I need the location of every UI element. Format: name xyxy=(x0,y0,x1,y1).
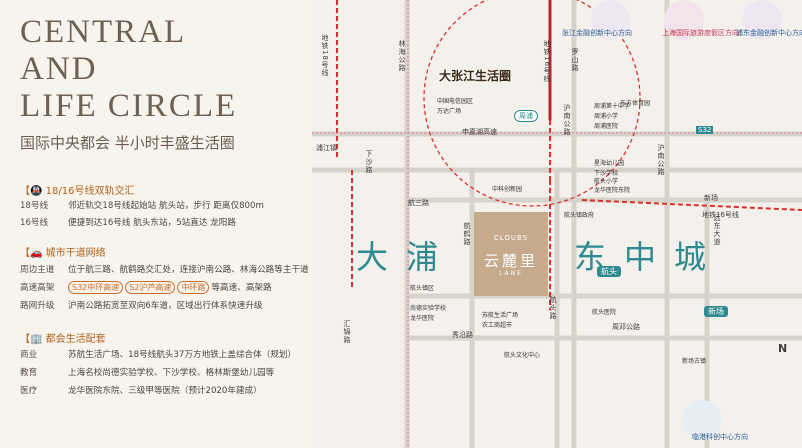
road-xiuyan: 秀沿路 xyxy=(452,331,473,339)
road-line16-north: 地铁16号线 xyxy=(543,40,551,83)
metro-row-18: 18号线邻近轨交18号线起始站 航头站，步行 距离仅800m xyxy=(20,201,264,211)
poi-16: 航头镇区 xyxy=(410,285,435,292)
road-hanghe: 航鹤路 xyxy=(463,222,471,246)
road-line18: 地铁18号线 xyxy=(321,34,329,77)
hero-line-3: LIFE CIRCLE xyxy=(20,88,238,124)
car-icon: 🚗 xyxy=(30,248,43,259)
compass-icon: N xyxy=(778,342,788,355)
roads-row-upgrade: 路网升级沪南公路拓宽至双向6车道，区域出行体系快速升级 xyxy=(20,301,263,311)
poi-14: 尚德实验学校 xyxy=(410,305,447,312)
location-map[interactable]: 张江金融创新中心方向 上海国际旅游度假区方向 浦东金融创新中心方向 临港科创中心… xyxy=(312,0,802,448)
poi-3: 周浦第十中学 xyxy=(594,103,631,110)
road-huicheng: 汇锦路 xyxy=(343,320,351,344)
badge-hangtou: 航头 xyxy=(597,266,621,277)
label-s32: S32 xyxy=(696,126,714,134)
roads-heading: 【🚗 城市干道网络 xyxy=(20,248,106,259)
poi-6: 东方体育园 xyxy=(620,100,651,107)
poi-1: 中国电信园区 xyxy=(437,98,474,105)
metro-heading: 【🚇 18/16号线双轨交汇 xyxy=(20,186,135,197)
resort-icon xyxy=(664,0,704,40)
lingang-icon xyxy=(682,400,722,440)
project-block[interactable]: CLOUBS 云麓里 LANE xyxy=(474,212,548,296)
metro-row-16: 16号线便捷到达16号线 航头东站，5站直达 龙阳路 xyxy=(20,218,236,228)
poi-19: 航头医院 xyxy=(592,309,617,316)
poi-8: 龙华医院东院 xyxy=(594,187,631,194)
poi-4: 周浦小学 xyxy=(594,113,619,120)
info-panel: CENTRAL AND LIFE CIRCLE 国际中央都会 半小时丰盛生活圈 … xyxy=(0,0,312,448)
roads-row-main: 周边主道位于航三路、航鹤路交汇处，连接沪南公路、林海公路等主干道 xyxy=(20,265,309,275)
poi-20: 农工商超市 xyxy=(482,322,513,329)
metro-icon: 🚇 xyxy=(30,186,43,197)
road-linhai: 林海公路 xyxy=(398,40,406,72)
hero-line-1: CENTRAL xyxy=(20,14,187,50)
poi-18: 新场古镇 xyxy=(682,358,707,365)
badge-zhoupu: 周浦 xyxy=(514,110,538,122)
poi-7: 星海幼儿园 xyxy=(594,160,625,167)
zhangjiang-icon xyxy=(590,0,630,40)
road-luoshan: 罗山路 xyxy=(571,48,579,72)
label-resort: 上海国际旅游度假区方向 xyxy=(662,29,739,37)
region-dapu: 大浦 xyxy=(356,238,457,276)
poi-15: 龙华医院 xyxy=(410,315,435,322)
hero-title: CENTRAL AND LIFE CIRCLE xyxy=(20,14,237,125)
hero-line-2: AND xyxy=(20,51,98,87)
poi-9: 下沙学校 xyxy=(594,170,619,177)
label-zhangjiang: 张江金融创新中心方向 xyxy=(562,29,632,37)
map-roads xyxy=(312,0,802,448)
poi-10: 航头小学 xyxy=(594,178,619,185)
facilities-row-commerce: 商业苏航生活广场、18号线航头37万方地铁上盖综合体（规划） xyxy=(20,350,297,360)
facilities-heading: 【🏢 都会生活配套 xyxy=(20,334,106,345)
label-lingang: 临港科创中心方向 xyxy=(692,433,748,441)
poi-13: 苏航生活广场 xyxy=(482,312,519,319)
road-huanan: 沪南公路 xyxy=(657,144,665,176)
road-hangsan: 航三路 xyxy=(408,199,429,207)
road-hangtou-rd: 航头路 xyxy=(549,296,557,320)
circle-title: 大张江生活圈 xyxy=(439,69,512,83)
plane-icon xyxy=(742,0,782,40)
label-airport: 浦东金融创新中心方向 xyxy=(736,29,802,37)
region-dongzhongcheng: 东中城 xyxy=(574,238,725,276)
facilities-row-education: 教育上海名校尚德实验学校、下沙学校、格林斯堡幼儿园等 xyxy=(20,368,275,378)
poi-2: 万达广场 xyxy=(437,108,462,115)
road-zhongchun: 申嘉湖高速 xyxy=(462,128,497,136)
road-xiashalu: 下沙路 xyxy=(365,150,373,174)
hero-subtitle: 国际中央都会 半小时丰盛生活圈 xyxy=(20,134,235,152)
road-huyi: 沪南公路 xyxy=(563,104,571,136)
badge-xinchang: 新场 xyxy=(704,306,728,317)
building-icon: 🏢 xyxy=(30,334,43,345)
poi-11: 航头镇政府 xyxy=(564,212,595,219)
road-zhouzhu: 周邓公路 xyxy=(612,323,640,331)
facilities-row-medical: 医疗龙华医院东院、三级甲等医院（预计2020年建成） xyxy=(20,386,262,396)
road-line16-label: 地铁16号线 xyxy=(702,211,739,219)
poi-12: 中科创新园 xyxy=(492,186,523,193)
road-yuandong: 远东大道 xyxy=(713,214,721,246)
label-xinchang-rd: 新场 xyxy=(704,194,718,202)
poi-17: 航头文化中心 xyxy=(504,352,541,359)
poi-5: 周浦医院 xyxy=(594,123,619,130)
label-pujiang: 浦江镇 xyxy=(316,144,337,152)
